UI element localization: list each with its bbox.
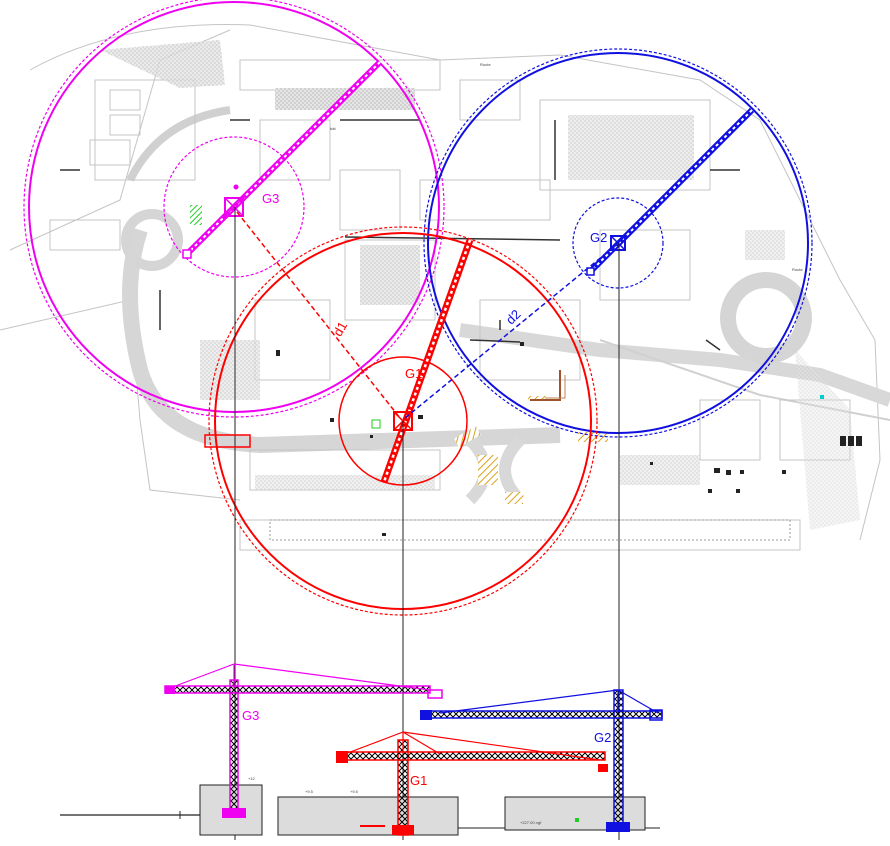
crane-g1-elevation: G1 [336, 731, 608, 836]
g3-counter-radius [163, 136, 305, 278]
site-plan [0, 24, 890, 551]
svg-text:Route: Route [792, 267, 803, 272]
d2-line [404, 245, 616, 419]
building-2 [277, 796, 459, 836]
g2-max-radius-dashed [423, 48, 813, 438]
crane-g1-plan: G1 [208, 226, 598, 616]
g3-mast-base [224, 197, 244, 217]
g3-max-radius-dashed [23, 0, 445, 418]
svg-text:+12: +12 [248, 776, 256, 781]
g3-elevation-label: G3 [242, 708, 259, 723]
g1-elevation-label: G1 [410, 773, 427, 788]
g2-elevation-label: G2 [594, 730, 611, 745]
g2-mast-base [610, 235, 626, 251]
d1-label: d1 [330, 319, 350, 339]
crane-g3-plan: G3 [23, 0, 445, 418]
svg-text:+227.00 ngf: +227.00 ngf [520, 820, 542, 825]
svg-text:+9.5: +9.5 [350, 789, 359, 794]
svg-text:Route: Route [480, 62, 491, 67]
svg-text:bât: bât [330, 126, 336, 131]
g3-plan-label: G3 [262, 191, 279, 206]
elevation-ground: +12 +9.5 +9.5 +227.00 ngf [60, 776, 660, 836]
crane-g3-elevation: G3 [164, 663, 443, 818]
g2-plan-label: G2 [590, 230, 607, 245]
crane-g2-elevation: G2 [420, 689, 663, 832]
g2-max-radius [427, 52, 809, 434]
g3-max-radius [28, 1, 440, 413]
g2-counter-radius [572, 197, 664, 289]
g1-plan-label: G1 [405, 366, 422, 381]
svg-text:+9.5: +9.5 [305, 789, 314, 794]
crane-g2-plan: G2 [423, 48, 813, 438]
d1-line [236, 211, 401, 419]
g1-max-radius-dashed [208, 226, 598, 616]
